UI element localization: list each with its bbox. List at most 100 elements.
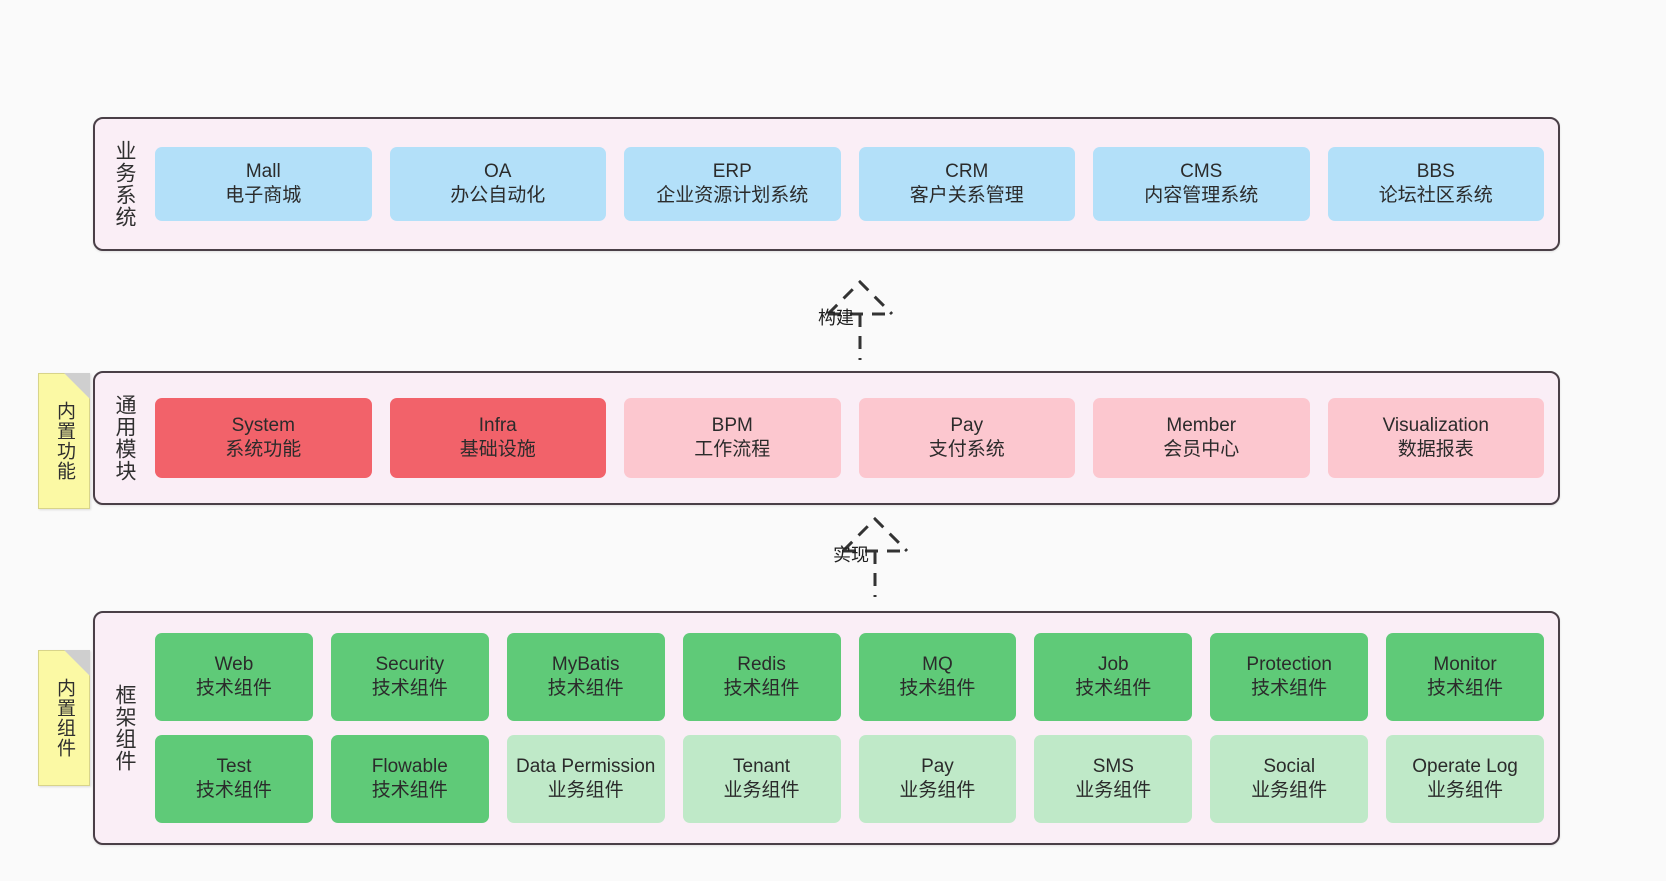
layer-body-common: System 系统功能 Infra 基础设施 BPM 工作流程 Pay 支付系统…: [153, 373, 1558, 503]
connector-label-build: 构建: [818, 308, 854, 328]
card-redis[interactable]: Redis 技术组件: [682, 633, 841, 721]
card-protection[interactable]: Protection 技术组件: [1210, 633, 1369, 721]
card-mybatis[interactable]: MyBatis 技术组件: [506, 633, 665, 721]
card-bpm[interactable]: BPM 工作流程: [624, 398, 841, 478]
card-data-permission[interactable]: Data Permission 业务组件: [506, 735, 665, 823]
card-subtitle: 数据报表: [1397, 439, 1474, 460]
card-operate-log[interactable]: Operate Log 业务组件: [1386, 735, 1544, 823]
card-subtitle: 技术组件: [195, 678, 272, 699]
card-tenant[interactable]: Tenant 业务组件: [682, 735, 841, 823]
card-pay[interactable]: Pay 支付系统: [858, 398, 1075, 478]
card-title: ERP: [712, 160, 752, 182]
card-subtitle: 业务组件: [1251, 780, 1328, 801]
card-title: Social: [1263, 755, 1316, 777]
card-subtitle: 技术组件: [195, 780, 272, 801]
card-title: Test: [216, 755, 252, 777]
layer-framework-components[interactable]: 框架组件 Web 技术组件 Security 技术组件 MyBatis 技术组件…: [93, 611, 1560, 845]
layer-common-modules[interactable]: 通用模块 System 系统功能 Infra 基础设施 BPM 工作流程 Pay…: [93, 371, 1560, 505]
card-security[interactable]: Security 技术组件: [330, 633, 489, 721]
card-mq[interactable]: MQ 技术组件: [858, 633, 1017, 721]
card-title: CRM: [945, 160, 989, 182]
card-subtitle: 业务组件: [723, 780, 800, 801]
card-subtitle: 客户关系管理: [909, 185, 1024, 206]
card-title: Redis: [737, 653, 786, 675]
card-subtitle: 内容管理系统: [1144, 185, 1259, 206]
card-system[interactable]: System 系统功能: [155, 398, 372, 478]
connector-implement: 实现: [805, 505, 965, 597]
card-row: System 系统功能 Infra 基础设施 BPM 工作流程 Pay 支付系统…: [155, 398, 1544, 478]
card-job[interactable]: Job 技术组件: [1034, 633, 1193, 721]
layer-business-systems[interactable]: 业务系统 Mall 电子商城 OA 办公自动化 ERP 企业资源计划系统 CRM…: [93, 117, 1560, 251]
card-subtitle: 论坛社区系统: [1378, 185, 1493, 206]
card-title: BPM: [711, 414, 753, 436]
card-title: BBS: [1416, 160, 1455, 182]
layer-body-framework: Web 技术组件 Security 技术组件 MyBatis 技术组件 Redi…: [153, 613, 1558, 843]
card-subtitle: 业务组件: [1075, 780, 1152, 801]
card-oa[interactable]: OA 办公自动化: [389, 147, 606, 221]
card-title: OA: [484, 160, 512, 182]
card-title: Security: [375, 653, 445, 675]
card-erp[interactable]: ERP 企业资源计划系统: [624, 147, 841, 221]
card-test[interactable]: Test 技术组件: [155, 735, 313, 823]
card-row: Test 技术组件 Flowable 技术组件 Data Permission …: [155, 735, 1544, 823]
card-title: Protection: [1246, 653, 1332, 675]
card-title: Tenant: [733, 755, 791, 777]
card-title: Mall: [245, 160, 281, 182]
card-subtitle: 技术组件: [1251, 678, 1328, 699]
card-row: Mall 电子商城 OA 办公自动化 ERP 企业资源计划系统 CRM 客户关系…: [155, 147, 1544, 221]
card-title: MyBatis: [551, 653, 620, 675]
card-subtitle: 业务组件: [547, 780, 624, 801]
card-bbs[interactable]: BBS 论坛社区系统: [1327, 147, 1544, 221]
card-subtitle: 技术组件: [547, 678, 624, 699]
card-member[interactable]: Member 会员中心: [1093, 398, 1310, 478]
layer-body-business: Mall 电子商城 OA 办公自动化 ERP 企业资源计划系统 CRM 客户关系…: [153, 119, 1558, 249]
card-title: Visualization: [1382, 414, 1489, 436]
card-title: Operate Log: [1412, 755, 1518, 777]
generalization-arrow-icon: [826, 279, 894, 360]
sticky-note-builtin-components: 内置组件: [38, 650, 90, 786]
card-subtitle: 技术组件: [1075, 678, 1152, 699]
card-title: Infra: [478, 414, 517, 436]
card-sms[interactable]: SMS 业务组件: [1034, 735, 1193, 823]
card-subtitle: 系统功能: [225, 439, 302, 460]
card-crm[interactable]: CRM 客户关系管理: [858, 147, 1075, 221]
card-title: Monitor: [1433, 653, 1497, 675]
card-cms[interactable]: CMS 内容管理系统: [1093, 147, 1310, 221]
card-flowable[interactable]: Flowable 技术组件: [330, 735, 489, 823]
card-visualization[interactable]: Visualization 数据报表: [1327, 398, 1544, 478]
card-title: Pay: [921, 755, 954, 777]
card-title: Job: [1097, 653, 1129, 675]
card-subtitle: 业务组件: [1427, 780, 1504, 801]
card-title: Flowable: [371, 755, 448, 777]
generalization-arrow-icon: [841, 516, 909, 597]
card-subtitle: 业务组件: [899, 780, 976, 801]
card-subtitle: 技术组件: [899, 678, 976, 699]
card-infra[interactable]: Infra 基础设施: [389, 398, 606, 478]
card-web[interactable]: Web 技术组件: [155, 633, 313, 721]
card-subtitle: 技术组件: [723, 678, 800, 699]
layer-title-common: 通用模块: [112, 394, 136, 482]
card-mall[interactable]: Mall 电子商城: [155, 147, 372, 221]
card-subtitle: 技术组件: [371, 678, 448, 699]
card-social[interactable]: Social 业务组件: [1210, 735, 1369, 823]
card-subtitle: 工作流程: [694, 439, 771, 460]
card-subtitle: 办公自动化: [450, 185, 546, 206]
card-subtitle: 技术组件: [1427, 678, 1504, 699]
card-pay-business[interactable]: Pay 业务组件: [858, 735, 1017, 823]
card-subtitle: 企业资源计划系统: [656, 185, 809, 206]
card-title: CMS: [1180, 160, 1223, 182]
connector-label-implement: 实现: [833, 545, 869, 565]
card-title: Pay: [950, 414, 984, 436]
card-title: SMS: [1092, 755, 1134, 777]
card-subtitle: 电子商城: [225, 185, 302, 206]
card-subtitle: 会员中心: [1163, 439, 1240, 460]
card-title: Data Permission: [515, 755, 656, 777]
connector-build: 构建: [790, 268, 950, 360]
layer-title-business: 业务系统: [112, 140, 136, 228]
card-row: Web 技术组件 Security 技术组件 MyBatis 技术组件 Redi…: [155, 633, 1544, 721]
card-subtitle: 技术组件: [371, 780, 448, 801]
card-subtitle: 基础设施: [459, 439, 536, 460]
layer-title-framework: 框架组件: [112, 684, 136, 772]
card-monitor[interactable]: Monitor 技术组件: [1386, 633, 1544, 721]
